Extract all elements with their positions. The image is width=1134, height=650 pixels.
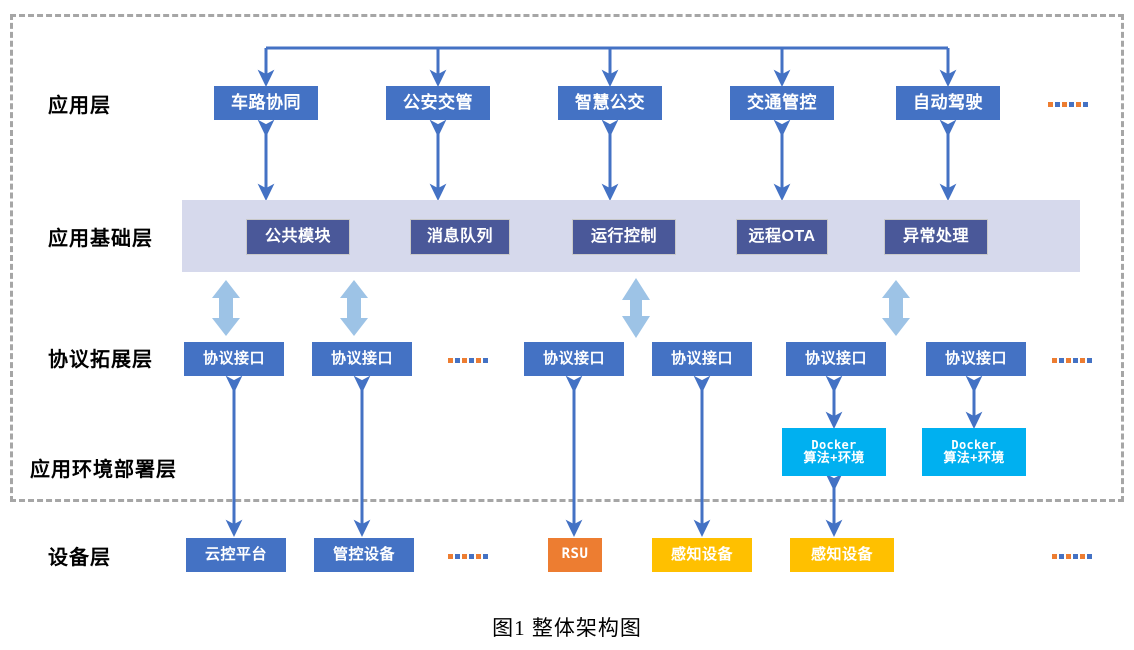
figure-caption: 图1 整体架构图 bbox=[492, 616, 642, 640]
layer-label-application-base: 应用基础层 bbox=[48, 228, 153, 250]
device-box-cloud-control-platform[interactable]: 云控平台 bbox=[186, 538, 286, 572]
device-box-control-equipment[interactable]: 管控设备 bbox=[314, 538, 414, 572]
base-box-common-module[interactable]: 公共模块 bbox=[246, 219, 350, 255]
app-box-autonomous-driving[interactable]: 自动驾驶 bbox=[896, 86, 1000, 120]
docker-box-2[interactable]: Docker 算法+环境 bbox=[922, 428, 1026, 476]
ellipsis-icon-device-right bbox=[1052, 554, 1092, 559]
device-box-rsu[interactable]: RSU bbox=[548, 538, 602, 572]
docker-box-2-subtitle: 算法+环境 bbox=[943, 450, 1005, 466]
app-box-traffic-control[interactable]: 交通管控 bbox=[730, 86, 834, 120]
protocol-box-4[interactable]: 协议接口 bbox=[652, 342, 752, 376]
device-box-sensing-equipment-2[interactable]: 感知设备 bbox=[790, 538, 894, 572]
ellipsis-icon-device-mid bbox=[448, 554, 488, 559]
docker-box-1-subtitle: 算法+环境 bbox=[803, 450, 865, 466]
layer-label-app-env-deployment: 应用环境部署层 bbox=[30, 459, 177, 481]
protocol-box-1[interactable]: 协议接口 bbox=[184, 342, 284, 376]
docker-box-2-title: Docker bbox=[951, 437, 997, 452]
app-box-smart-bus[interactable]: 智慧公交 bbox=[558, 86, 662, 120]
protocol-box-2[interactable]: 协议接口 bbox=[312, 342, 412, 376]
docker-box-1-title: Docker bbox=[811, 437, 857, 452]
ellipsis-icon-protocol-mid bbox=[448, 358, 488, 363]
app-box-vehicle-road-coordination[interactable]: 车路协同 bbox=[214, 86, 318, 120]
protocol-box-5[interactable]: 协议接口 bbox=[786, 342, 886, 376]
base-box-remote-ota[interactable]: 远程OTA bbox=[736, 219, 828, 255]
layer-label-protocol-extension: 协议拓展层 bbox=[48, 349, 153, 371]
ellipsis-icon-application bbox=[1048, 102, 1088, 107]
layer-label-device: 设备层 bbox=[48, 547, 111, 569]
base-box-message-queue[interactable]: 消息队列 bbox=[410, 219, 510, 255]
layer-label-application: 应用层 bbox=[48, 95, 111, 117]
protocol-box-3[interactable]: 协议接口 bbox=[524, 342, 624, 376]
app-box-public-security-traffic[interactable]: 公安交管 bbox=[386, 86, 490, 120]
base-box-exception-handling[interactable]: 异常处理 bbox=[884, 219, 988, 255]
protocol-box-6[interactable]: 协议接口 bbox=[926, 342, 1026, 376]
ellipsis-icon-protocol-right bbox=[1052, 358, 1092, 363]
base-box-runtime-control[interactable]: 运行控制 bbox=[572, 219, 676, 255]
docker-box-1[interactable]: Docker 算法+环境 bbox=[782, 428, 886, 476]
device-box-sensing-equipment-1[interactable]: 感知设备 bbox=[652, 538, 752, 572]
